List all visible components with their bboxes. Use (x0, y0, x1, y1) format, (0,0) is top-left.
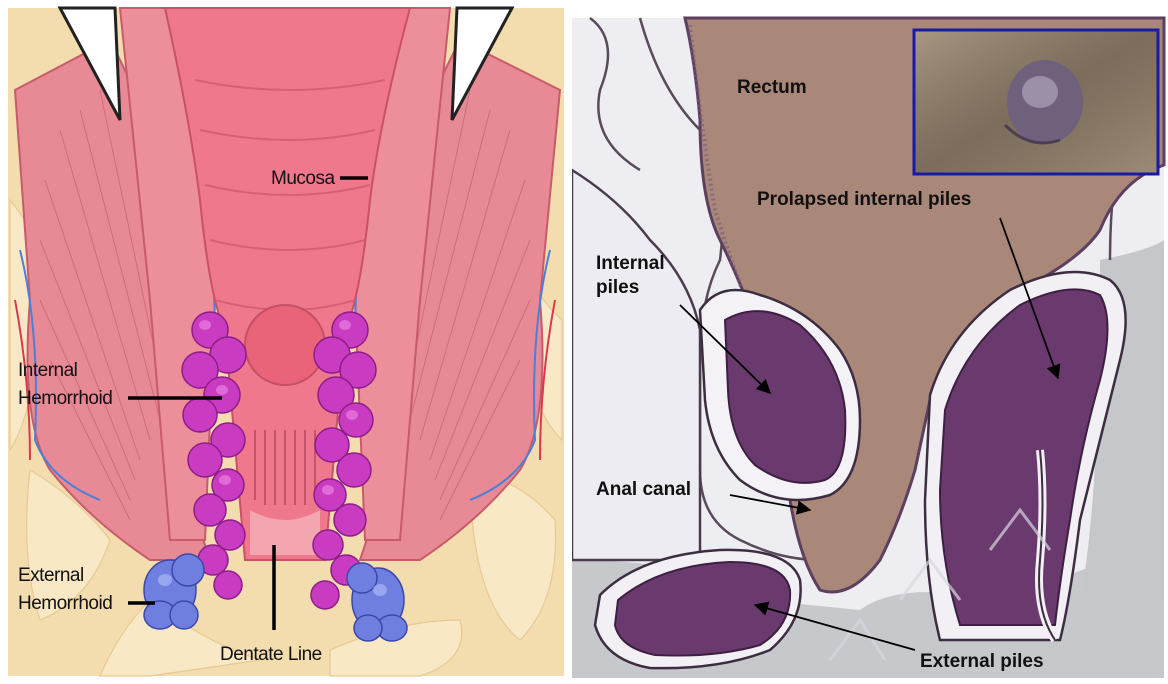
left-anatomy-illustration: Mucosa Internal Hemorrhoid External Hemo… (8, 8, 564, 676)
inset-photo (914, 30, 1158, 174)
internal-hemorrhoid-label-line1: Internal (18, 360, 77, 381)
panel-divider (564, 0, 572, 684)
anal-canal-label: Anal canal (596, 479, 691, 500)
prolapsed-label: Prolapsed internal piles (757, 189, 971, 210)
internal-hemorrhoid-label-line2: Hemorrhoid (18, 388, 112, 409)
external-hemorrhoid-label-line1: External (18, 565, 84, 586)
external-hemorrhoid-label-line2: Hemorrhoid (18, 593, 112, 614)
internal-piles-label-line1: Internal (596, 253, 665, 274)
external-piles-label: External piles (920, 651, 1044, 672)
mucosa-label: Mucosa (271, 168, 335, 189)
internal-piles-label-line2: piles (596, 277, 639, 298)
rectum-label: Rectum (737, 77, 807, 98)
right-crosssection-diagram: Rectum Prolapsed internal piles Internal… (572, 18, 1164, 678)
dentate-line-label: Dentate Line (220, 644, 322, 665)
